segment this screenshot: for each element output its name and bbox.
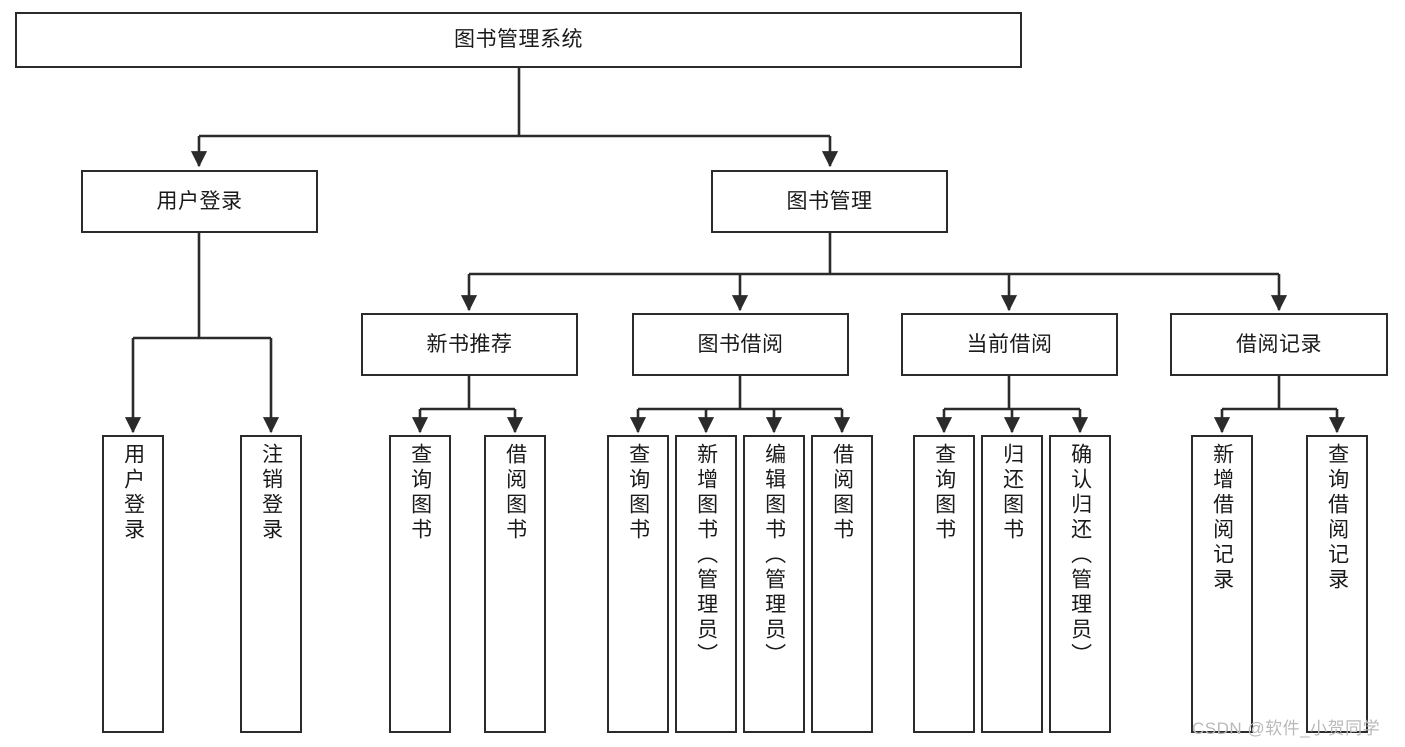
leaf-query-book-1[interactable]: 查询图书: [389, 435, 451, 733]
node-borrow-record[interactable]: 借阅记录: [1170, 313, 1388, 376]
leaf-logout[interactable]: 注销登录: [240, 435, 302, 733]
leaf-query-book-3-label: 查询图书: [932, 443, 956, 543]
leaf-confirm-return-label: 确认归还（管理员）: [1068, 443, 1092, 668]
leaf-add-book[interactable]: 新增图书（管理员）: [675, 435, 737, 733]
leaf-edit-book[interactable]: 编辑图书（管理员）: [743, 435, 805, 733]
leaf-borrow-book-2-label: 借阅图书: [830, 443, 854, 543]
leaf-query-record-label: 查询借阅记录: [1325, 443, 1349, 593]
leaf-borrow-book-1-label: 借阅图书: [503, 443, 527, 543]
leaf-user-login[interactable]: 用户登录: [102, 435, 164, 733]
node-current-borrow[interactable]: 当前借阅: [901, 313, 1118, 376]
node-book-manage-label: 图书管理: [786, 189, 873, 213]
csdn-watermark: CSDN @软件_小贺同学: [1192, 719, 1381, 738]
node-book-borrow-label: 图书借阅: [697, 332, 784, 356]
leaf-add-book-label: 新增图书（管理员）: [694, 443, 718, 668]
node-root[interactable]: 图书管理系统: [15, 12, 1022, 68]
node-root-label: 图书管理系统: [454, 28, 583, 52]
leaf-return-book[interactable]: 归还图书: [981, 435, 1043, 733]
leaf-query-record[interactable]: 查询借阅记录: [1306, 435, 1368, 733]
leaf-borrow-book-2[interactable]: 借阅图书: [811, 435, 873, 733]
node-user-login[interactable]: 用户登录: [81, 170, 318, 233]
node-new-book-recommend-label: 新书推荐: [426, 332, 513, 356]
node-borrow-record-label: 借阅记录: [1236, 332, 1322, 356]
leaf-add-record-label: 新增借阅记录: [1210, 443, 1234, 593]
node-current-borrow-label: 当前借阅: [966, 332, 1053, 356]
leaf-user-login-label: 用户登录: [121, 443, 145, 543]
node-book-borrow[interactable]: 图书借阅: [632, 313, 849, 376]
leaf-query-book-2[interactable]: 查询图书: [607, 435, 669, 733]
node-book-manage[interactable]: 图书管理: [711, 170, 948, 233]
node-new-book-recommend[interactable]: 新书推荐: [361, 313, 578, 376]
leaf-query-book-2-label: 查询图书: [626, 443, 650, 543]
leaf-logout-label: 注销登录: [259, 443, 283, 543]
leaf-confirm-return[interactable]: 确认归还（管理员）: [1049, 435, 1111, 733]
leaf-borrow-book-1[interactable]: 借阅图书: [484, 435, 546, 733]
leaf-return-book-label: 归还图书: [1000, 443, 1024, 543]
leaf-add-record[interactable]: 新增借阅记录: [1191, 435, 1253, 733]
leaf-edit-book-label: 编辑图书（管理员）: [762, 443, 786, 668]
node-user-login-label: 用户登录: [156, 189, 243, 213]
leaf-query-book-1-label: 查询图书: [408, 443, 432, 543]
leaf-query-book-3[interactable]: 查询图书: [913, 435, 975, 733]
